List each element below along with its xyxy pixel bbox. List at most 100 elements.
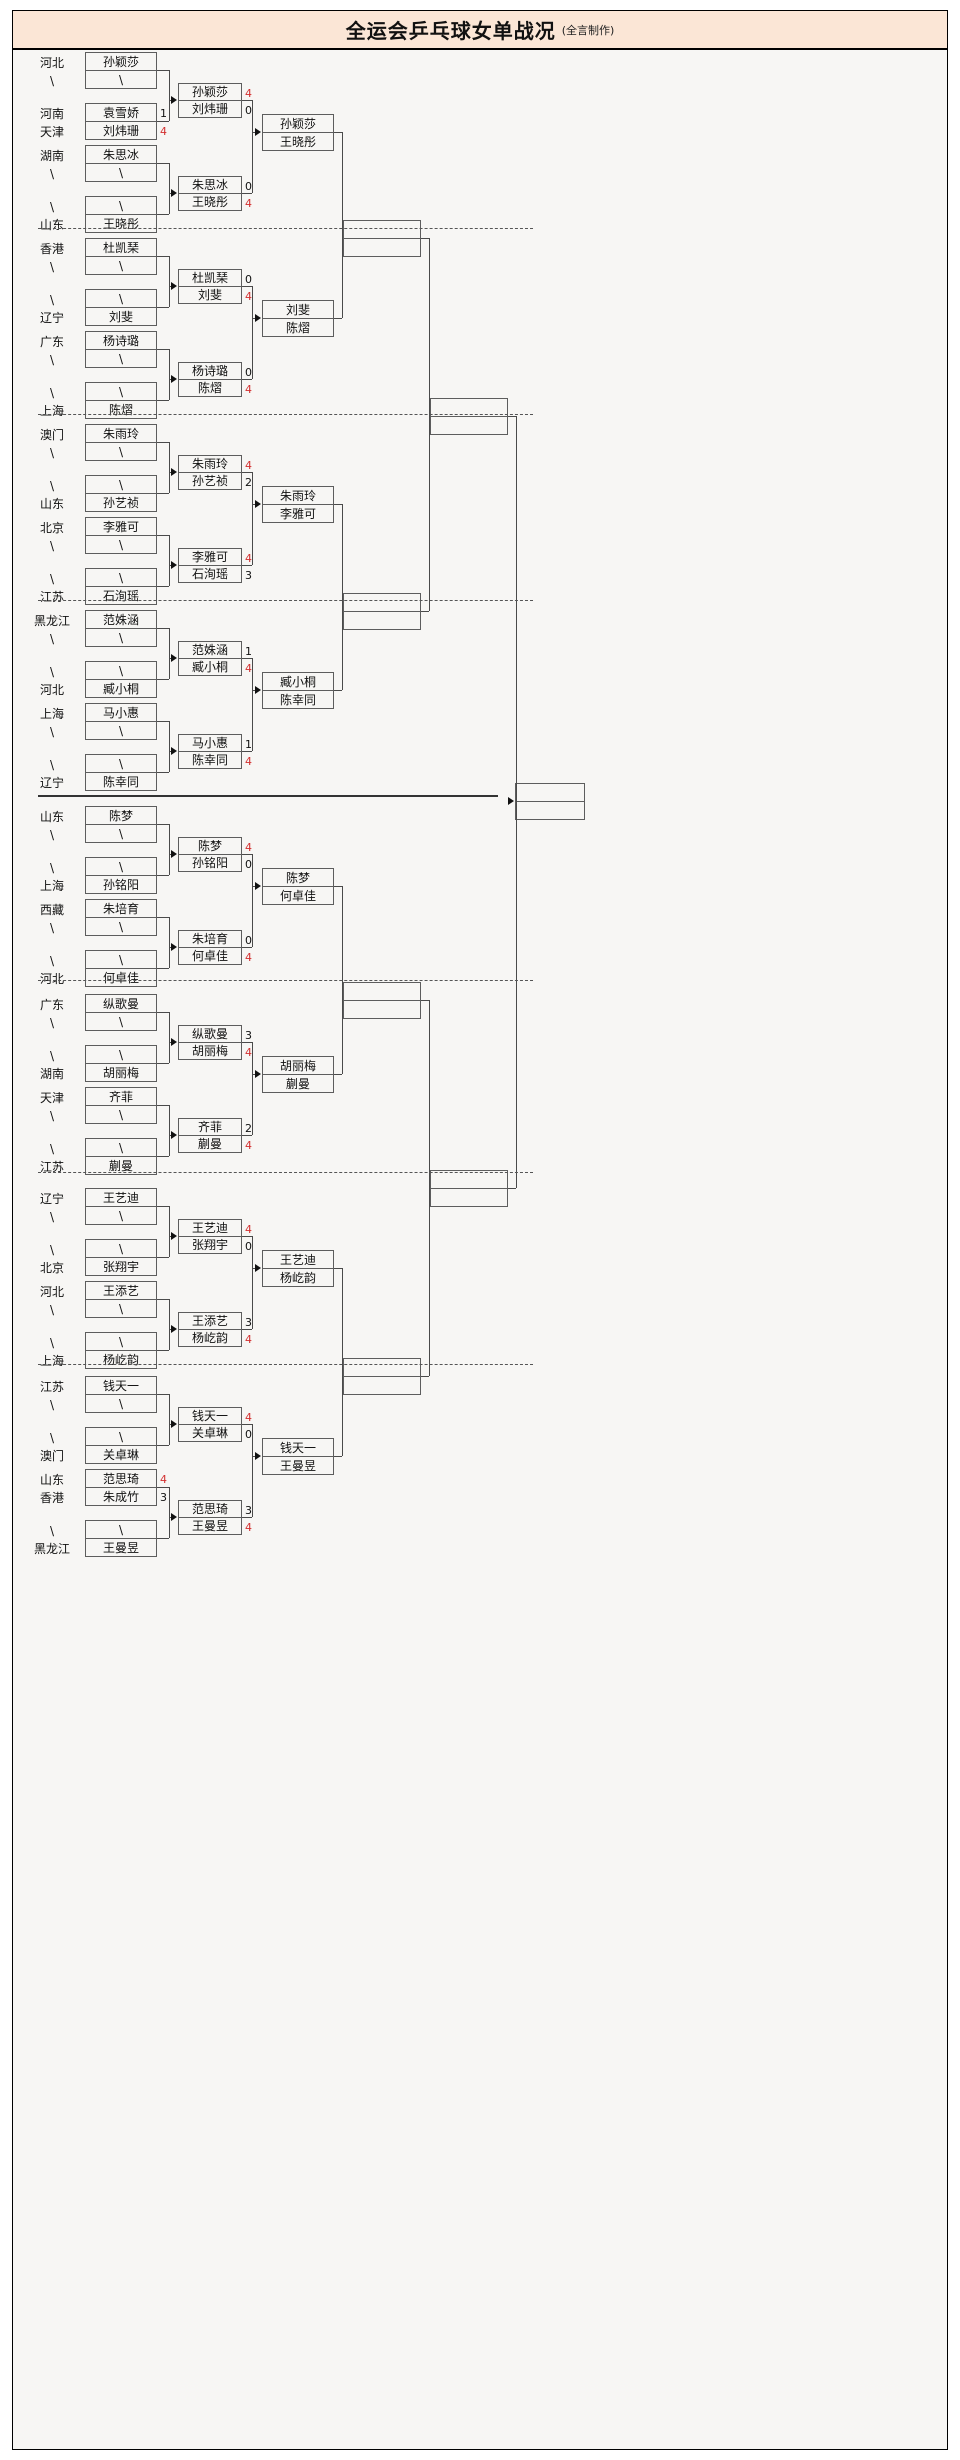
r16-slot-name: \ — [85, 1045, 157, 1064]
r8-match-name: 石洵瑶 — [178, 565, 242, 583]
province-label: 江苏 — [39, 1380, 64, 1394]
connector-line — [157, 1156, 169, 1157]
r8-match-name: 杜凯琹 — [178, 269, 242, 287]
province-label: \ — [49, 1398, 55, 1412]
r16-slot-name: 杨诗璐 — [85, 331, 157, 350]
province-label: 上海 — [39, 404, 64, 418]
province-label: 辽宁 — [39, 311, 64, 325]
connector-line — [508, 416, 516, 417]
connector-line — [242, 854, 252, 855]
connector-line — [157, 628, 169, 629]
province-label: \ — [49, 1431, 55, 1445]
province-label: \ — [49, 1049, 55, 1063]
connector-line — [157, 1445, 169, 1446]
connector-line — [252, 1424, 253, 1517]
connector-line — [169, 947, 172, 948]
r8-score: 1 — [245, 645, 252, 658]
connector-line — [252, 1042, 253, 1135]
province-label: \ — [49, 665, 55, 679]
province-label: \ — [49, 758, 55, 772]
arrow-head — [171, 943, 177, 951]
province-label: 湖南 — [39, 149, 64, 163]
connector-line — [252, 1268, 256, 1269]
arrow-head — [171, 747, 177, 755]
r16-slot-name: 杨屹韵 — [85, 1350, 157, 1369]
r16-slot-name: 范思琦 — [85, 1469, 157, 1488]
connector-line — [169, 193, 172, 194]
page-title: 全运会乒乓球女单战况 — [345, 19, 556, 43]
province-label: 广东 — [39, 335, 64, 349]
r4-match-name: 李雅可 — [262, 504, 334, 523]
r8-match-name: 刘炜珊 — [178, 100, 242, 118]
r16-slot-name: 马小惠 — [85, 703, 157, 722]
connector-line — [242, 472, 252, 473]
province-label: 湖南 — [39, 1067, 64, 1081]
connector-line — [421, 611, 429, 612]
province-label: \ — [49, 353, 55, 367]
connector-line — [169, 535, 170, 586]
arrow-head — [171, 375, 177, 383]
province-label: 西藏 — [39, 903, 64, 917]
r8-match-name: 臧小桐 — [178, 658, 242, 676]
r8-match-name: 孙铭阳 — [178, 854, 242, 872]
connector-line — [334, 1456, 342, 1457]
connector-line — [169, 442, 170, 493]
r8-match-name: 朱思冰 — [178, 176, 242, 194]
r16-slot-name: \ — [85, 1299, 157, 1318]
group-separator — [38, 228, 533, 229]
r8-score: 0 — [245, 1428, 252, 1441]
connector-line — [516, 416, 517, 1188]
r8-match-name: 朱雨玲 — [178, 455, 242, 473]
group-separator — [38, 1172, 533, 1173]
r8-match-name: 孙颖莎 — [178, 83, 242, 101]
connector-line — [334, 886, 342, 887]
connector-line — [421, 1000, 429, 1001]
r8-score: 3 — [245, 1029, 252, 1042]
r8-score: 4 — [245, 552, 252, 565]
r4-match-name: 孙颖莎 — [262, 114, 334, 133]
connector-line — [429, 416, 430, 417]
r16-slot-name: 胡丽梅 — [85, 1063, 157, 1082]
r16-slot-name: \ — [85, 1394, 157, 1413]
arrow-head — [171, 468, 177, 476]
r16-slot-name: \ — [85, 1105, 157, 1124]
r8-match-name: 何卓佳 — [178, 947, 242, 965]
connector-line — [169, 658, 172, 659]
final-name — [515, 783, 585, 802]
r8-score: 4 — [245, 87, 252, 100]
arrow-head — [255, 314, 261, 322]
r16-score: 4 — [160, 1473, 167, 1486]
connector-line — [169, 1299, 170, 1350]
connector-line — [169, 163, 170, 214]
r8-match-name: 李雅可 — [178, 548, 242, 566]
connector-line — [169, 472, 172, 473]
r8-match-name: 朱培育 — [178, 930, 242, 948]
connector-line — [169, 1487, 170, 1538]
province-label: \ — [49, 1016, 55, 1030]
r16-slot-name: 蒯曼 — [85, 1156, 157, 1175]
r8-score: 4 — [245, 1139, 252, 1152]
connector-line — [252, 132, 256, 133]
r8-score: 4 — [245, 197, 252, 210]
arrow-head — [171, 654, 177, 662]
r4-match-name: 杨屹韵 — [262, 1268, 334, 1287]
connector-line — [334, 318, 342, 319]
province-label: 辽宁 — [39, 1192, 64, 1206]
connector-line — [157, 400, 169, 401]
connector-line — [169, 1329, 172, 1330]
province-label: 黑龙江 — [33, 614, 70, 628]
r16-slot-name: \ — [85, 442, 157, 461]
connector-line — [169, 1236, 172, 1237]
arrow-head — [171, 1038, 177, 1046]
r16-slot-name: 孙铭阳 — [85, 875, 157, 894]
group-separator — [38, 414, 533, 415]
r8-score: 1 — [245, 738, 252, 751]
r16-slot-name: \ — [85, 196, 157, 215]
arrow-head — [171, 1420, 177, 1428]
connector-line — [242, 1135, 252, 1136]
r8-score: 4 — [245, 662, 252, 675]
r16-slot-name: 朱思冰 — [85, 145, 157, 164]
province-label: 河南 — [39, 107, 64, 121]
province-label: 香港 — [39, 1491, 64, 1505]
r8-match-name: 胡丽梅 — [178, 1042, 242, 1060]
